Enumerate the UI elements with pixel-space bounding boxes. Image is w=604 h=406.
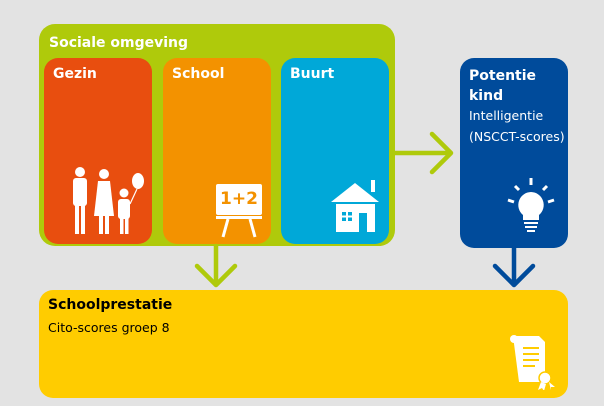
buurt-label: Buurt (290, 66, 335, 82)
potentie-title: Potentie kind (469, 66, 536, 106)
lightbulb-icon (507, 178, 555, 232)
school-label: School (172, 66, 225, 82)
buurt-box: Buurt (281, 58, 389, 244)
potentie-kind-box: Potentie kind Intelligentie (NSCCT-scores… (460, 58, 568, 248)
arrow-down-green (194, 243, 238, 288)
schoolprestatie-box: Schoolprestatie Cito-scores groep 8 (39, 290, 568, 398)
potentie-title-line2: kind (469, 88, 504, 104)
group-title: Sociale omgeving (49, 35, 189, 51)
chalkboard-icon: 1+2 (216, 184, 262, 215)
potentie-sub1: Intelligentie (469, 108, 544, 123)
chalkboard-text: 1+2 (220, 189, 258, 209)
school-box: School 1+2 (163, 58, 271, 244)
potentie-title-line1: Potentie (469, 68, 537, 84)
family-icon (73, 167, 144, 234)
gezin-box: Gezin (44, 58, 152, 244)
easel-legs-icon (216, 216, 262, 238)
diploma-icon (510, 335, 555, 390)
schoolprestatie-sub: Cito-scores groep 8 (48, 320, 170, 335)
schoolprestatie-title: Schoolprestatie (48, 297, 173, 313)
arrow-down-blue (492, 245, 536, 288)
potentie-sub2: (NSCCT-scores) (469, 129, 565, 144)
house-icon (331, 180, 379, 232)
gezin-label: Gezin (53, 66, 97, 82)
arrow-right-green (392, 131, 454, 175)
